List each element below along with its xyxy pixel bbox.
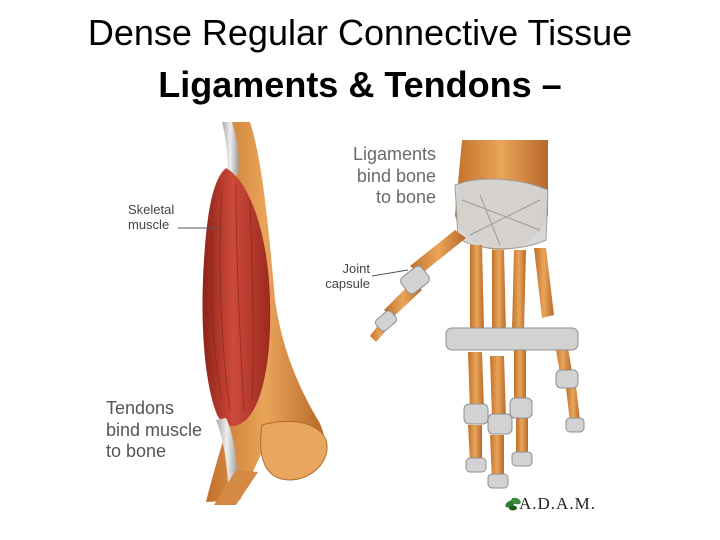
- tendons-label: Tendons bind muscle to bone: [106, 398, 202, 463]
- joint-capsule-label: Joint capsule: [322, 262, 370, 292]
- finger-middle: [490, 250, 506, 480]
- arm-illustration: [203, 122, 328, 505]
- ligaments-label: Ligaments bind bone to bone: [344, 144, 436, 209]
- joint-capsule-leader: [372, 270, 408, 276]
- adam-logo: A.D.A.M.: [503, 492, 596, 516]
- skeletal-muscle-label: Skeletal muscle: [128, 203, 174, 233]
- finger-ring: [512, 250, 528, 455]
- adam-logo-text: A.D.A.M.: [519, 494, 596, 514]
- elbow-joint: [261, 421, 327, 480]
- wrist-ligaments: [455, 179, 548, 249]
- finger-index: [468, 245, 484, 462]
